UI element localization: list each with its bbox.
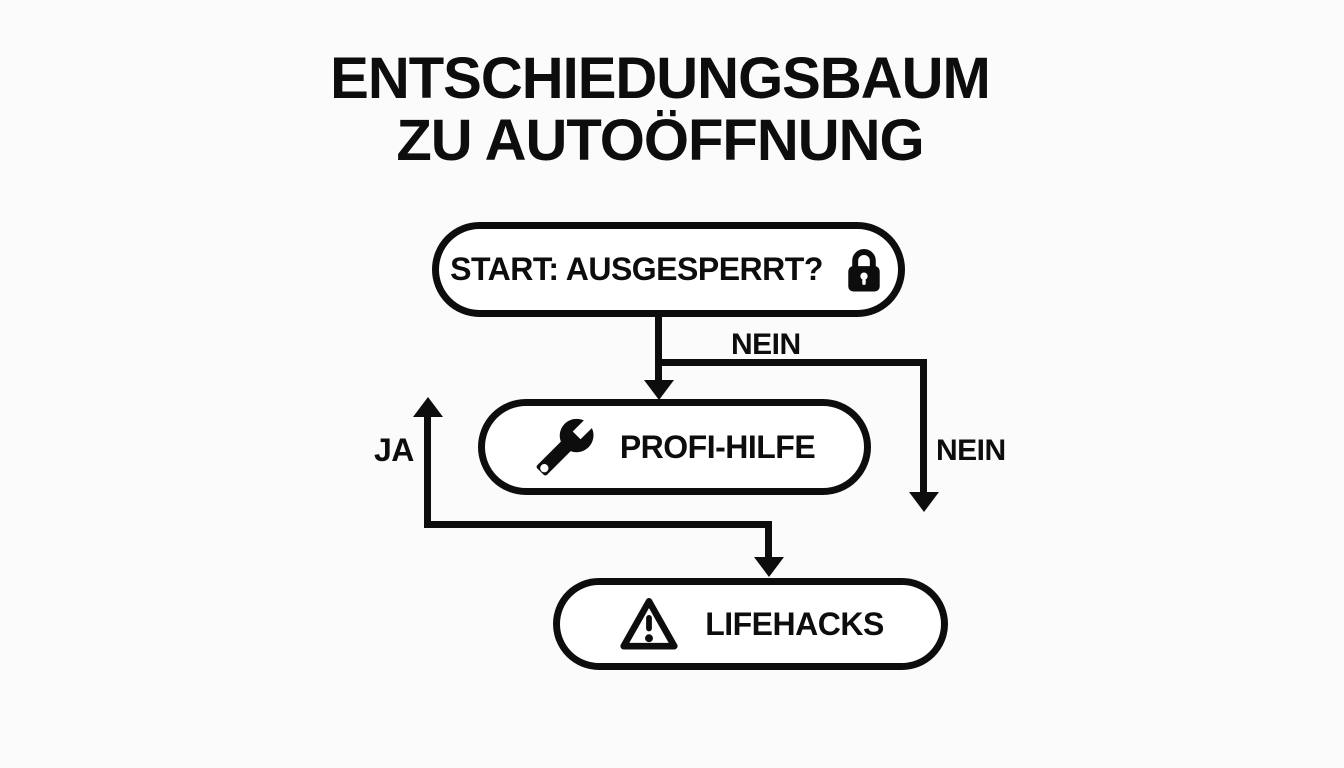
- node-lifehacks-label: LIFEHACKS: [705, 605, 884, 642]
- edge-start-to-profi: [655, 316, 662, 380]
- arrowhead-ja-up: [413, 397, 443, 417]
- page-title: ENTSCHIEDUNGSBAUM ZU AUTOÖFFNUNG: [0, 48, 1332, 172]
- wrench-icon: [534, 416, 596, 478]
- edge-nein-branch-horizontal: [655, 359, 927, 366]
- node-start-label: START: AUSGESPERRT?: [450, 251, 823, 287]
- node-lifehacks: LIFEHACKS: [553, 578, 948, 670]
- edge-to-lifehacks-vertical: [765, 521, 772, 559]
- arrowhead-to-lifehacks: [754, 557, 784, 577]
- edge-label-nein-branch: NEIN: [731, 328, 801, 361]
- arrowhead-nein-down: [909, 492, 939, 512]
- node-start: START: AUSGESPERRT?: [432, 222, 905, 317]
- edge-label-ja: JA: [374, 432, 414, 468]
- edge-ja-vertical: [424, 415, 431, 528]
- edge-label-nein-down: NEIN: [936, 434, 1006, 467]
- edge-bottom-horizontal: [424, 521, 772, 528]
- page-title-line1: ENTSCHIEDUNGSBAUM: [330, 46, 991, 111]
- node-profi-hilfe: PROFI-HILFE: [478, 399, 871, 495]
- warning-triangle-icon: [617, 595, 681, 653]
- node-profi-hilfe-label: PROFI-HILFE: [619, 428, 816, 465]
- arrowhead-start-to-profi: [644, 380, 674, 400]
- edge-nein-vertical: [920, 359, 927, 494]
- page-title-line2: ZU AUTOÖFFNUNG: [396, 108, 924, 173]
- lock-icon: [841, 245, 887, 295]
